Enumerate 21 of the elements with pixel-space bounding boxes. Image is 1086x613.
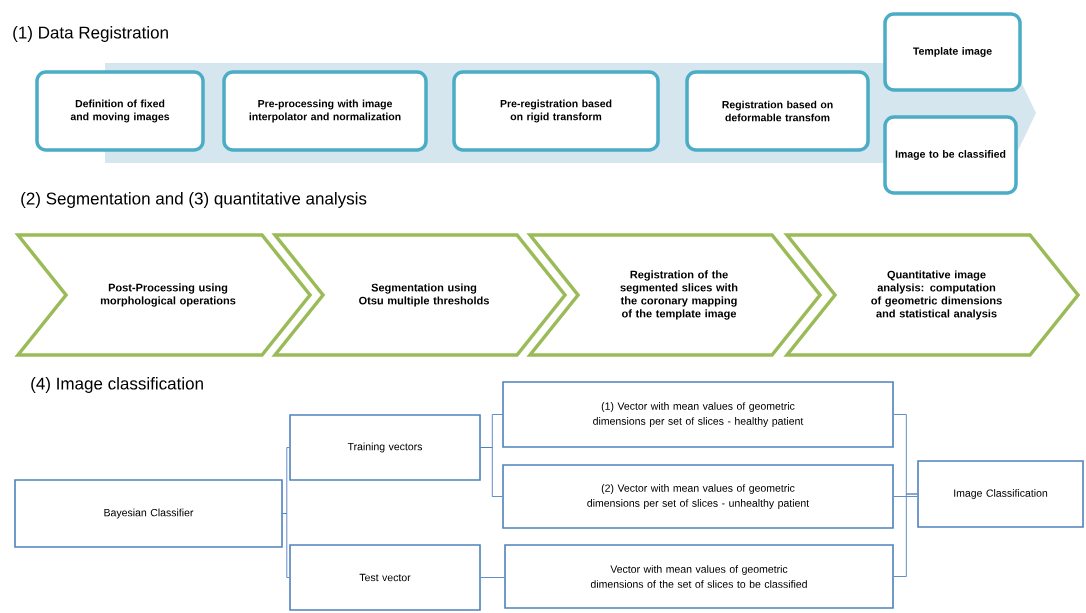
section-heading: (1) Data Registration bbox=[13, 26, 168, 42]
connector-line bbox=[480, 447, 503, 497]
process-box: Bayesian Classifier bbox=[14, 479, 283, 548]
process-box: Pre-processing with image interpolator and normalization bbox=[222, 70, 428, 152]
process-box: Template image bbox=[883, 12, 1022, 92]
process-box: (2) Vector with mean values of geometric dimensions per set of slices - unhealthy patient bbox=[502, 464, 894, 529]
process-box: Definition of fixed and moving images bbox=[35, 70, 205, 152]
process-box: Test vector bbox=[289, 544, 481, 611]
connector-line bbox=[480, 577, 505, 578]
process-box: Registration based on deformable transfom bbox=[685, 70, 870, 152]
connector-line bbox=[893, 493, 918, 577]
process-box: Training vectors bbox=[289, 414, 481, 481]
section-heading: (2) Segmentation and (3) quantitative analysis bbox=[21, 192, 367, 208]
section-heading: (4) Image classification bbox=[31, 377, 203, 393]
process-box: Pre-registration based on rigid transform bbox=[452, 70, 660, 152]
connector-line bbox=[282, 513, 290, 578]
process-box: Image Classification bbox=[917, 460, 1084, 528]
process-box: Vector with mean values of geometric dimensions of the set of slices to be classified bbox=[504, 544, 894, 609]
process-box: (1) Vector with mean values of geometric dimensions per set of slices - healthy patient bbox=[502, 381, 894, 448]
process-box: Image to be classified bbox=[883, 115, 1018, 195]
connector-line bbox=[893, 496, 918, 497]
